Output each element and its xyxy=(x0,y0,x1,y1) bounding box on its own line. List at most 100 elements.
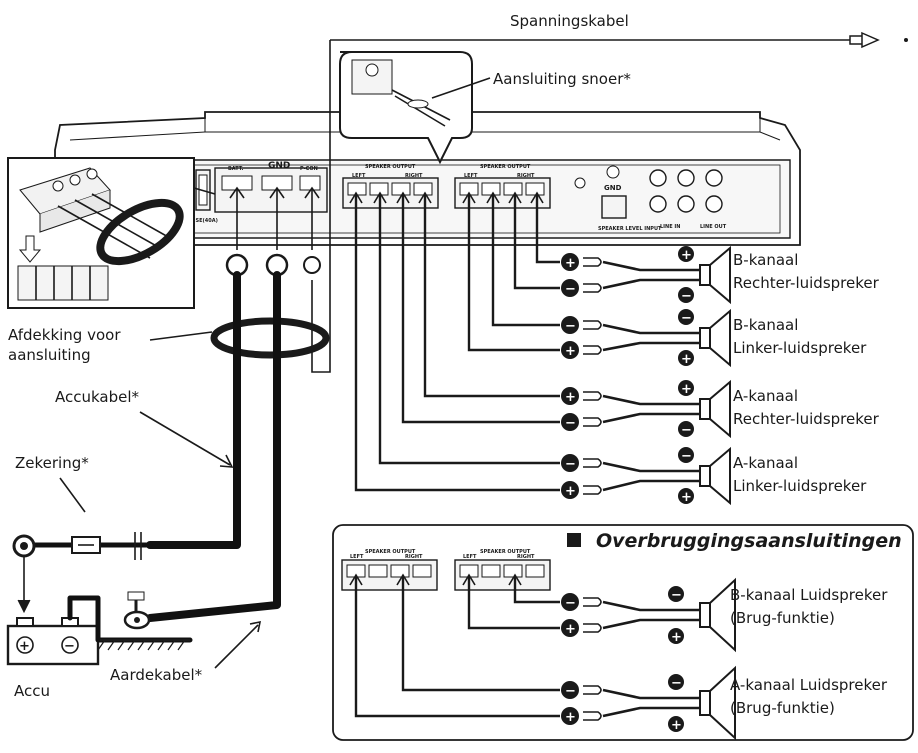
plus-symbol-text: + xyxy=(671,630,682,645)
speaker-label-line1: B-kanaal xyxy=(733,316,798,334)
minus-symbol-text: − xyxy=(681,289,692,304)
plus-symbol xyxy=(668,716,684,732)
speaker-row-b-left: − + xyxy=(561,316,700,359)
plus-symbol xyxy=(668,628,684,644)
left-a-label: LEFT xyxy=(352,173,366,179)
minus-symbol-text: − xyxy=(565,282,576,297)
speaker-row-a-left: − + xyxy=(561,454,700,499)
bridge-left-a: LEFT xyxy=(350,554,364,560)
minus-symbol-text: − xyxy=(565,684,576,699)
plus-symbol xyxy=(561,619,579,637)
plus-symbol-text: + xyxy=(681,248,692,263)
speaker-output-b-label: SPEAKER OUTPUT xyxy=(480,164,531,170)
ground-icon xyxy=(97,639,190,651)
speaker-wires xyxy=(349,191,560,492)
speaker-b-right: + − B-kanaal Rechter-luidspreker xyxy=(678,245,880,305)
plus-symbol xyxy=(678,246,694,262)
terminal-cover-inset xyxy=(7,157,216,309)
minus-symbol xyxy=(561,316,579,334)
plus-symbol-text: + xyxy=(565,484,576,499)
minus-symbol-text: − xyxy=(565,596,576,611)
speaker-a-right: + − A-kanaal Rechter-luidspreker xyxy=(678,379,880,439)
header-square xyxy=(567,533,581,547)
speaker-label-line2: Rechter-luidspreker xyxy=(733,274,880,292)
power-terminal-block: BATT. GND P-CON xyxy=(214,161,328,213)
plus-symbol xyxy=(561,253,579,271)
plus-symbol-text: + xyxy=(565,622,576,637)
minus-symbol xyxy=(668,674,684,690)
batt-terminal-label: BATT. xyxy=(228,166,243,172)
plus-symbol-text: + xyxy=(681,352,692,367)
minus-symbol-text: − xyxy=(681,423,692,438)
minus-symbol xyxy=(561,454,579,472)
speaker-level-input-label: SPEAKER LEVEL INPUT xyxy=(598,226,662,232)
plus-symbol xyxy=(561,707,579,725)
speaker-icon xyxy=(699,245,731,305)
minus-symbol-text: − xyxy=(681,311,692,326)
minus-symbol-text: − xyxy=(565,319,576,334)
bridge-header: Overbruggingsaansluitingen xyxy=(596,530,902,552)
terminal-cover-label-2: aansluiting xyxy=(8,346,91,364)
ground-cable-label: Aardekabel* xyxy=(110,666,203,684)
minus-symbol xyxy=(561,681,579,699)
power-cable: Spanningskabel xyxy=(311,12,908,373)
bridge-speaker-b: − + B-kanaal Luidspreker (Brug-funktie) xyxy=(668,577,888,653)
terminal-cover-label: Afdekking voor xyxy=(8,326,121,344)
power-cable-label: Spanningskabel xyxy=(510,12,629,30)
power-wires xyxy=(146,186,321,622)
minus-symbol xyxy=(678,421,694,437)
plus-symbol xyxy=(678,350,694,366)
battery-cable-label: Accukabel* xyxy=(55,388,140,406)
bridge-left-b: LEFT xyxy=(463,554,477,560)
speakers: + − B-kanaal Rechter-luidspreker − + B-k… xyxy=(678,245,880,506)
speaker-label-line2: Linker-luidspreker xyxy=(733,477,867,495)
bridge-speaker-label-line2: (Brug-funktie) xyxy=(730,609,835,627)
plus-symbol xyxy=(561,341,579,359)
speaker-label-line1: A-kanaal xyxy=(733,387,798,405)
speaker-icon xyxy=(699,446,731,506)
speaker-icon xyxy=(699,665,736,741)
speaker-output-b-block: SPEAKER OUTPUT LEFT RIGHT xyxy=(454,164,551,209)
bridge-right-a: RIGHT xyxy=(405,554,423,560)
minus-symbol-text: − xyxy=(565,457,576,472)
battery-minus: − xyxy=(64,639,75,654)
line-in-label: LINE IN xyxy=(660,224,680,230)
battery-circuit: Accukabel* Zekering* + − Accu xyxy=(6,388,262,700)
arrow-right-icon xyxy=(849,31,880,49)
minus-symbol xyxy=(678,287,694,303)
minus-symbol xyxy=(561,593,579,611)
plus-symbol xyxy=(678,380,694,396)
speaker-label-line1: A-kanaal xyxy=(733,454,798,472)
minus-symbol xyxy=(561,279,579,297)
right-a-label: RIGHT xyxy=(405,173,423,179)
speaker-icon xyxy=(699,577,736,653)
speaker-label-line2: Rechter-luidspreker xyxy=(733,410,880,428)
gnd-small-label: GND xyxy=(604,184,622,192)
input-section: GND SPEAKER LEVEL INPUT LINE IN LINE OUT xyxy=(574,165,727,232)
speaker-output-a-block: SPEAKER OUTPUT LEFT RIGHT xyxy=(342,164,439,209)
bridge-speaker-label-line2: (Brug-funktie) xyxy=(730,699,835,717)
plus-symbol-text: + xyxy=(681,490,692,505)
gnd-terminal-label: GND xyxy=(268,161,290,171)
bridge-speaker-a: − + A-kanaal Luidspreker (Brug-funktie) xyxy=(668,665,888,741)
bridge-speaker-label-line1: B-kanaal Luidspreker xyxy=(730,586,888,604)
minus-symbol-text: − xyxy=(681,449,692,464)
plus-symbol-text: + xyxy=(565,344,576,359)
bridge-speaker-output-b: SPEAKER OUTPUT xyxy=(480,549,531,555)
fuse-label: Zekering* xyxy=(15,454,89,472)
bullet-dot xyxy=(904,38,908,42)
bridge-right-b: RIGHT xyxy=(517,554,535,560)
minus-symbol xyxy=(561,413,579,431)
speaker-label-line1: B-kanaal xyxy=(733,251,798,269)
minus-symbol-text: − xyxy=(671,676,682,691)
bridge-speaker-label-line1: A-kanaal Luidspreker xyxy=(730,676,888,694)
battery-icon: + − xyxy=(6,617,100,666)
terminal-cover: Afdekking voor aansluiting xyxy=(8,317,330,364)
bridge-panel: Overbruggingsaansluitingen SPEAKER OUTPU… xyxy=(332,524,914,741)
fuse-panel-label: FUSE(40A) xyxy=(188,218,218,224)
plus-symbol xyxy=(561,481,579,499)
speaker-label-line2: Linker-luidspreker xyxy=(733,339,867,357)
minus-symbol-text: − xyxy=(565,416,576,431)
